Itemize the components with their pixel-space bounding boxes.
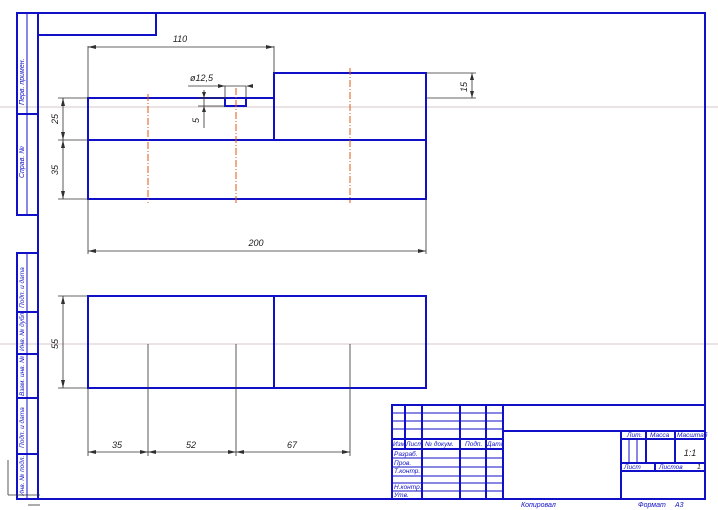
arrow — [266, 45, 274, 49]
tb-utv: Утв. — [393, 492, 409, 499]
arrow — [228, 450, 236, 454]
arrow — [202, 106, 206, 112]
dim-text-110: 110 — [173, 34, 187, 44]
dim-text-35: 35 — [50, 164, 60, 175]
tb-sheet: Лист — [623, 464, 641, 471]
tb-t-kontr: Т.контр. — [394, 468, 420, 475]
arrow — [61, 296, 65, 304]
arrow — [61, 132, 65, 140]
arrow — [61, 191, 65, 199]
side-label-podp-data: Подп. и дата — [18, 267, 26, 308]
side-label-sprav: Справ. № — [19, 146, 26, 178]
tb-razrab: Разраб. — [394, 450, 418, 458]
arrow — [88, 450, 96, 454]
tb-n-dokum: № докум. — [425, 440, 454, 448]
tb-podp: Подп. — [465, 440, 482, 448]
arrow — [88, 45, 96, 49]
title-block: Изм Лист № докум. Подп. Дата Разраб. Про… — [391, 404, 708, 500]
axis-marker — [7, 460, 40, 506]
title-block-frame — [391, 404, 706, 500]
front-dimensions: 110 200 25 35 15 ø12,5 — [50, 34, 476, 254]
lower-block — [87, 139, 427, 200]
arrow — [140, 450, 148, 454]
side-label-perv-primen: Перв. примен. — [19, 58, 26, 105]
arrow — [342, 450, 350, 454]
tb-scale-value: 1:1 — [684, 448, 697, 458]
arrow — [246, 84, 253, 88]
arrow — [202, 92, 206, 98]
tb-massa: Масса — [650, 432, 670, 439]
side-view: 55 35 52 67 — [50, 295, 427, 456]
dim-text-67: 67 — [287, 440, 298, 450]
arrow — [470, 73, 474, 80]
tb-list: Лист — [405, 441, 423, 448]
tb-n-kontr: Н.контр. — [394, 484, 422, 491]
side-strip: Перв. примен. Справ. № Подп. и дата Инв.… — [16, 12, 39, 500]
footer-format-label: Формат — [638, 502, 666, 509]
arrow — [61, 140, 65, 148]
arrow — [236, 450, 244, 454]
drawing-frame — [37, 12, 706, 500]
side-label-inv-dubl: Инв. № дубл. — [18, 311, 26, 351]
arrow — [418, 249, 426, 253]
dim-text-15: 15 — [459, 81, 469, 92]
top-left-stamp — [38, 13, 157, 36]
footer-kopiroval: Копировал — [521, 502, 556, 509]
tb-izm: Изм — [393, 441, 406, 448]
front-view — [87, 68, 427, 203]
side-left-block — [87, 295, 275, 389]
arrow — [470, 91, 474, 98]
tb-data: Дата — [486, 441, 505, 448]
footer-format-value: А3 — [674, 502, 684, 509]
arrow — [88, 249, 96, 253]
side-label-podp-data-2: Подп. и дата — [18, 407, 26, 448]
side-label-inv-podl: Инв. № подл. — [18, 455, 26, 496]
tb-sheets-value: 1 — [697, 464, 701, 471]
dim-text-5: 5 — [191, 117, 201, 123]
dim-text-diameter: ø12,5 — [190, 73, 214, 83]
arrow — [148, 450, 156, 454]
arrow — [61, 380, 65, 388]
tb-prov: Пров. — [394, 460, 411, 467]
tb-lit: Лит. — [626, 432, 642, 439]
dim-text-200: 200 — [247, 238, 263, 248]
dim-text-25: 25 — [50, 113, 60, 125]
arrow — [61, 98, 65, 106]
dim-text-35-horizontal: 35 — [112, 440, 123, 450]
dim-text-55: 55 — [50, 338, 60, 349]
arrow — [218, 84, 225, 88]
dim-text-52: 52 — [186, 440, 196, 450]
tb-sheets: Листов — [658, 464, 683, 471]
tb-masshtab: Масштаб — [677, 431, 708, 439]
side-label-vzam-inv: Взам. инв. № — [19, 356, 26, 396]
